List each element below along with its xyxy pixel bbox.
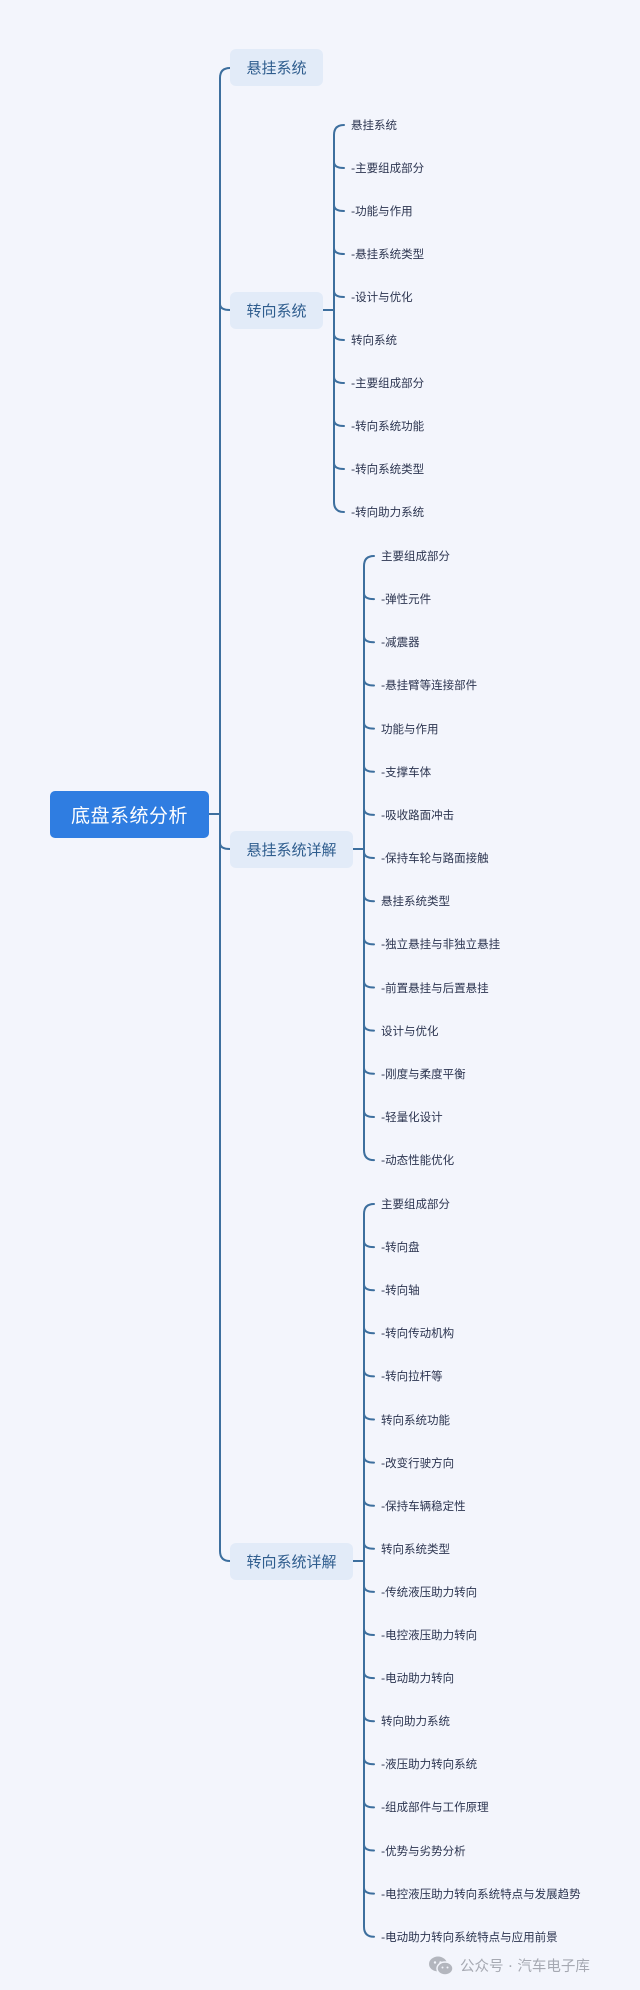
- leaf-item[interactable]: 设计与优化: [381, 1023, 439, 1038]
- leaf-item[interactable]: -支撑车体: [381, 764, 432, 779]
- root-node[interactable]: 底盘系统分析: [50, 791, 209, 838]
- leaf-item[interactable]: 功能与作用: [381, 721, 439, 736]
- leaf-item[interactable]: -优势与劣势分析: [381, 1843, 466, 1858]
- leaf-item[interactable]: -独立悬挂与非独立悬挂: [381, 937, 501, 952]
- leaf-item[interactable]: -设计与优化: [351, 290, 413, 304]
- leaf-item[interactable]: -弹性元件: [381, 592, 432, 607]
- leaf-item[interactable]: 转向系统功能: [381, 1412, 450, 1427]
- leaf-item[interactable]: -转向助力系统: [351, 505, 425, 519]
- leaf-item[interactable]: 转向助力系统: [381, 1714, 450, 1729]
- wechat-icon: [429, 1956, 454, 1976]
- leaf-item[interactable]: -转向盘: [381, 1240, 420, 1255]
- leaf-item[interactable]: -传统液压助力转向: [381, 1584, 478, 1599]
- watermark-text: 公众号 · 汽车电子库: [460, 1959, 590, 1975]
- branch-steering-system[interactable]: 转向系统: [230, 292, 323, 329]
- branch-suspension-detail[interactable]: 悬挂系统详解: [230, 831, 353, 868]
- leaf-item[interactable]: -轻量化设计: [381, 1109, 443, 1124]
- leaf-item[interactable]: -主要组成部分: [351, 376, 425, 390]
- leaf-item[interactable]: 悬挂系统类型: [381, 894, 450, 909]
- leaf-item[interactable]: -吸收路面冲击: [381, 807, 455, 822]
- leaf-item[interactable]: -转向传动机构: [381, 1326, 455, 1341]
- leaf-item[interactable]: -保持车辆稳定性: [381, 1498, 466, 1513]
- leaf-item[interactable]: 转向系统: [351, 333, 397, 347]
- leaf-item[interactable]: -电动助力转向: [381, 1671, 455, 1686]
- leaf-item[interactable]: -电控液压助力转向: [381, 1628, 478, 1642]
- leaf-item[interactable]: -减震器: [381, 635, 420, 650]
- leaf-item[interactable]: -电控液压助力转向系统特点与发展趋势: [381, 1886, 581, 1901]
- leaf-item[interactable]: -动态性能优化: [381, 1153, 455, 1168]
- leaf-item[interactable]: 转向系统类型: [381, 1541, 450, 1556]
- leaf-item[interactable]: -转向拉杆等: [381, 1369, 443, 1384]
- branch-label: 转向系统: [246, 302, 307, 320]
- leaf-item[interactable]: -改变行驶方向: [381, 1455, 455, 1470]
- branch-label: 悬挂系统: [246, 59, 307, 77]
- leaf-item[interactable]: -转向系统类型: [351, 462, 425, 476]
- leaf-item[interactable]: -悬挂臂等连接部件: [381, 678, 478, 693]
- branch-steering-detail[interactable]: 转向系统详解: [230, 1543, 353, 1580]
- leaf-item[interactable]: -液压助力转向系统: [381, 1757, 478, 1772]
- leaf-item[interactable]: 主要组成部分: [381, 1197, 450, 1211]
- leaf-item[interactable]: -主要组成部分: [351, 161, 425, 175]
- branch-label: 悬挂系统详解: [246, 841, 337, 859]
- leaf-item[interactable]: -前置悬挂与后置悬挂: [381, 980, 489, 995]
- leaf-item[interactable]: -保持车轮与路面接触: [381, 851, 489, 866]
- leaf-item[interactable]: 悬挂系统: [351, 118, 397, 132]
- watermark: 公众号 · 汽车电子库: [428, 1955, 590, 1976]
- leaf-item[interactable]: -转向系统功能: [351, 419, 425, 433]
- branch-label: 转向系统详解: [246, 1553, 337, 1571]
- leaf-item[interactable]: -电动助力转向系统特点与应用前景: [381, 1929, 558, 1944]
- leaf-item[interactable]: -悬挂系统类型: [351, 247, 425, 261]
- branch-suspension-system[interactable]: 悬挂系统: [230, 49, 323, 86]
- leaf-item[interactable]: -功能与作用: [351, 204, 413, 218]
- leaf-item[interactable]: -刚度与柔度平衡: [381, 1066, 466, 1081]
- leaf-item[interactable]: -转向轴: [381, 1283, 420, 1298]
- root-label: 底盘系统分析: [70, 805, 188, 827]
- leaf-item[interactable]: -组成部件与工作原理: [381, 1800, 489, 1815]
- leaf-item[interactable]: 主要组成部分: [381, 549, 450, 563]
